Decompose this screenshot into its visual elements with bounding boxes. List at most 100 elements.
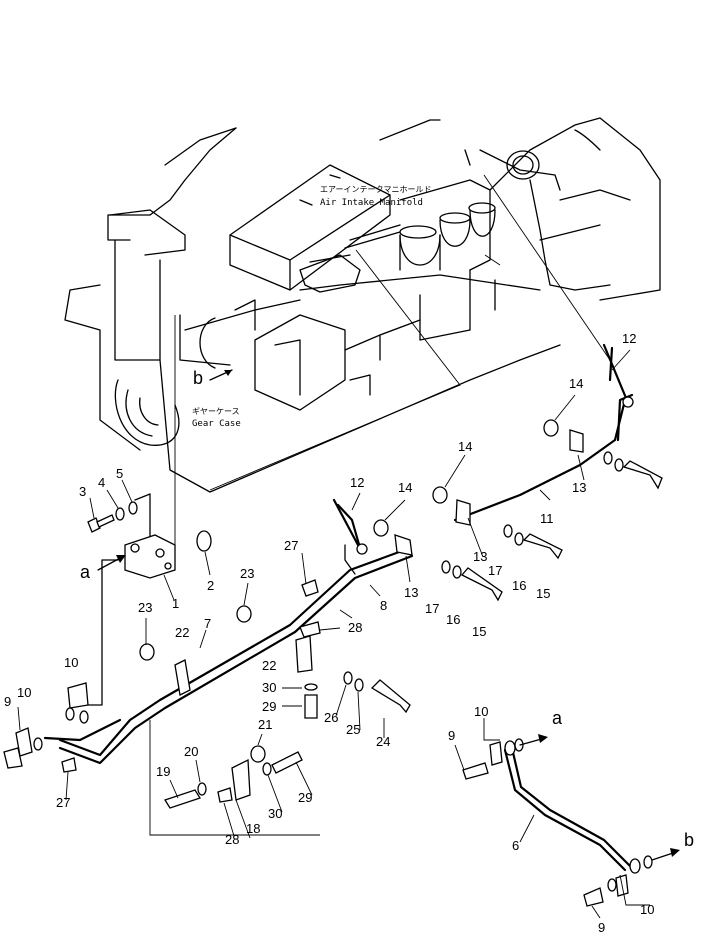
callout-16-a: 16	[446, 612, 460, 627]
callout-9-lower-right: 9	[598, 920, 605, 935]
callout-leaders	[89, 349, 631, 649]
gear-case-label-en: Gear Case	[192, 419, 241, 429]
o-ring-2	[196, 530, 212, 552]
bolt-29-lower	[271, 751, 303, 774]
washer-30-lower	[262, 762, 272, 776]
callout-14-c: 14	[569, 376, 583, 391]
ref-a-right: a	[552, 708, 563, 728]
grommet-14-c	[543, 419, 559, 437]
callout-1: 1	[172, 596, 179, 611]
callout-18: 18	[246, 821, 260, 836]
callout-28-upper: 28	[348, 620, 362, 635]
callout-28-lower: 28	[225, 832, 239, 847]
callout-29-lower: 29	[298, 790, 312, 805]
washer-26	[343, 671, 353, 685]
washer-20	[197, 782, 207, 796]
ref-a-left: a	[80, 562, 91, 582]
clamp-22-right	[295, 635, 313, 673]
grommet-23-right	[236, 605, 252, 623]
bracket-13-b	[455, 499, 471, 526]
gear-case-label-jp: ギヤーケース	[192, 407, 240, 416]
callout-22-left: 22	[175, 625, 189, 640]
callout-7: 7	[204, 616, 211, 631]
grommet-14-b	[432, 486, 448, 504]
callout-10-upper-right: 10	[474, 704, 488, 719]
ref-b-engine: b	[193, 368, 203, 388]
washer-10-lower-right-a	[607, 878, 617, 892]
callout-10-left-a: 10	[64, 655, 78, 670]
washer-10-left-b	[33, 737, 43, 751]
clamp-22-left	[174, 659, 191, 696]
callout-13-c: 13	[572, 480, 586, 495]
callout-30-lower: 30	[268, 806, 282, 821]
callout-19: 19	[156, 764, 170, 779]
bolt-9-upper-right	[462, 762, 489, 780]
grommet-14-a	[373, 519, 389, 537]
callout-23-left: 23	[138, 600, 152, 615]
callout-6: 6	[512, 838, 519, 853]
fitting-6-top	[504, 740, 516, 756]
bolt-19	[164, 789, 201, 809]
clip-27-upper	[301, 579, 319, 597]
bracket-18	[231, 758, 251, 801]
callout-10-lower-right: 10	[640, 902, 654, 917]
callout-14-b: 14	[458, 439, 472, 454]
washer-25	[354, 678, 364, 692]
bolt-29-upper	[304, 694, 318, 719]
clamp-10-left-a	[15, 727, 33, 757]
callout-12-upper: 12	[622, 331, 636, 346]
callout-13-a: 13	[404, 585, 418, 600]
fitting-6-bottom	[629, 858, 641, 874]
bracket-13-c	[569, 429, 584, 453]
bolt-9-left	[3, 747, 23, 769]
ref-b-right: b	[684, 830, 694, 850]
callout-13-b: 13	[473, 549, 487, 564]
bolt-15-b	[522, 533, 563, 560]
clip-28-upper	[299, 621, 321, 638]
callout-14-a: 14	[398, 480, 412, 495]
grommet-23-left	[139, 643, 155, 661]
engine-labels: エアーインテークマニホールド Air Intake Manifold ギヤーケー…	[192, 185, 432, 429]
washer-16-c	[614, 458, 624, 472]
callout-11: 11	[540, 511, 554, 526]
clip-28-lower	[217, 787, 233, 803]
clamp-10-left-c	[67, 682, 89, 709]
clip-27-lower	[61, 757, 77, 773]
washer-10-left-e	[79, 710, 89, 724]
washer-17-c	[603, 451, 613, 465]
callout-3: 3	[79, 484, 86, 499]
bracket-13-a	[394, 534, 413, 556]
clamp-10-upper-right	[489, 741, 503, 766]
callout-20: 20	[184, 744, 198, 759]
rod-12-upper	[602, 343, 628, 400]
callout-5: 5	[116, 466, 123, 481]
callout-2: 2	[207, 578, 214, 593]
callout-24: 24	[376, 734, 390, 749]
callout-22-right: 22	[262, 658, 276, 673]
callout-12-lower: 12	[350, 475, 364, 490]
bolt-15-a	[460, 567, 503, 602]
callout-30-upper: 30	[262, 680, 276, 695]
callout-15-b: 15	[536, 586, 550, 601]
washer-16-b	[514, 532, 524, 546]
washer-30-upper	[304, 683, 318, 691]
callout-8: 8	[380, 598, 387, 613]
rod-12-lower	[332, 498, 360, 547]
callout-27-upper: 27	[284, 538, 298, 553]
callout-4: 4	[98, 475, 105, 490]
callout-9-left: 9	[4, 694, 11, 709]
callout-15-a: 15	[472, 624, 486, 639]
callout-29-upper: 29	[262, 699, 276, 714]
callout-16-b: 16	[512, 578, 526, 593]
callout-23-right: 23	[240, 566, 254, 581]
callout-27-lower: 27	[56, 795, 70, 810]
bolt-9-lower-right	[583, 887, 604, 907]
fitting-1	[124, 534, 176, 579]
callout-21: 21	[258, 717, 272, 732]
bolt-3	[87, 514, 115, 533]
washer-16-a	[452, 565, 462, 579]
callout-9-upper-right: 9	[448, 728, 455, 743]
engine-block	[64, 117, 661, 493]
air-intake-label-en: Air Intake Manifold	[320, 198, 423, 208]
spacer-21	[250, 745, 266, 763]
